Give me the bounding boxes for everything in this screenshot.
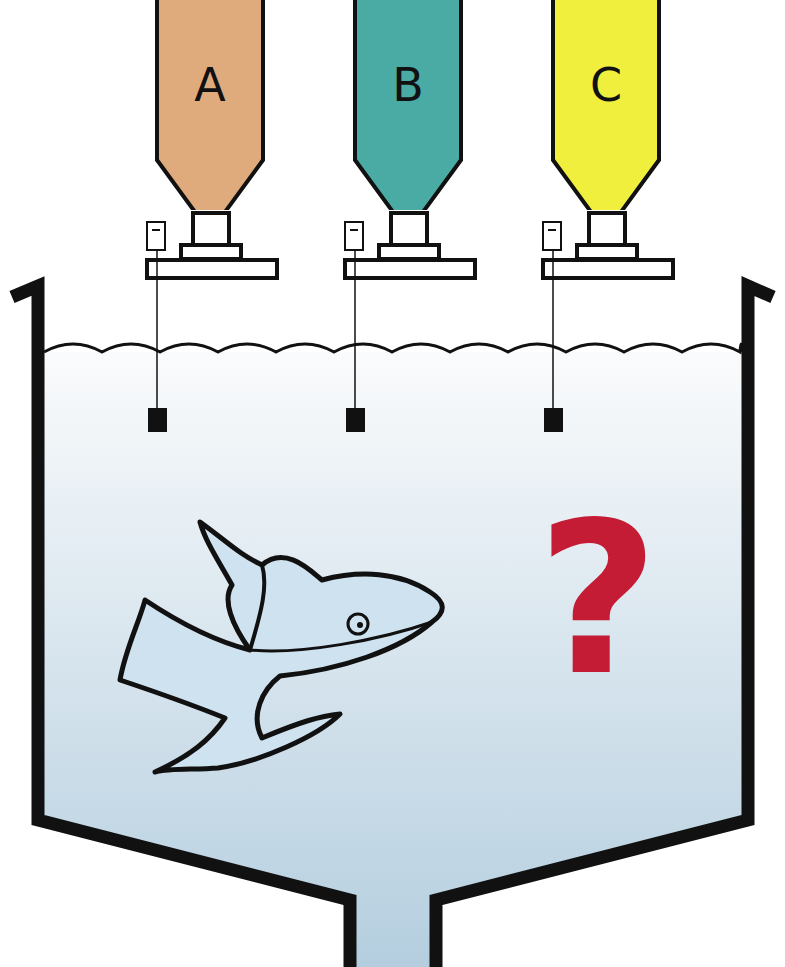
hopper-letter: A xyxy=(155,62,265,108)
hopper: C xyxy=(551,0,661,210)
fish xyxy=(120,522,442,772)
hopper: A xyxy=(155,0,265,210)
question-mark: ? xyxy=(537,495,659,705)
water-surface xyxy=(44,344,742,352)
water xyxy=(44,352,742,967)
tank-wall xyxy=(436,286,773,967)
hopper-letter: C xyxy=(551,62,661,108)
hopper: B xyxy=(353,0,463,210)
hopper-fixtures xyxy=(147,213,673,432)
hopper-letter: B xyxy=(353,62,463,108)
water-surface xyxy=(44,344,742,352)
